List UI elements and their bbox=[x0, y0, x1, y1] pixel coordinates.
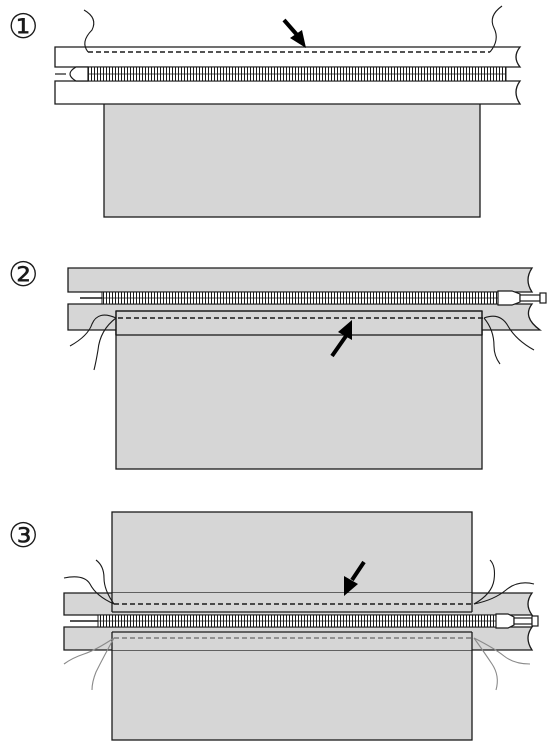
step-3: ③ bbox=[8, 511, 539, 741]
step-3-zipper-slider-icon bbox=[495, 613, 539, 629]
step-2-thread-right-b bbox=[483, 317, 501, 365]
step-2-fabric bbox=[115, 310, 483, 470]
step-2-thread-left-a bbox=[69, 314, 117, 347]
step-1-lower-tape bbox=[54, 80, 522, 105]
step-3-arrow-icon bbox=[344, 560, 366, 596]
step-3-zipper-icon bbox=[70, 614, 497, 628]
step-2-thread-left-b bbox=[93, 317, 117, 371]
step-2: ② bbox=[8, 255, 547, 470]
step-2-arrow-icon bbox=[330, 320, 352, 358]
step-3-thread-right-c bbox=[473, 637, 531, 665]
step-1-zipper-slider-icon bbox=[55, 66, 89, 82]
step-1-number: ① bbox=[8, 7, 38, 47]
step-1-fabric bbox=[103, 96, 481, 218]
step-2-zipper-icon bbox=[80, 291, 499, 305]
step-1: ① bbox=[8, 5, 522, 218]
step-3-thread-right-b bbox=[473, 582, 535, 605]
step-1-zipper-icon bbox=[87, 66, 507, 82]
step-1-thread-right bbox=[489, 5, 503, 53]
step-1-upper-tape bbox=[54, 46, 522, 68]
step-2-number: ② bbox=[8, 255, 38, 295]
step-3-thread-left-b bbox=[95, 559, 115, 605]
step-1-arrow-icon bbox=[282, 18, 306, 48]
step-2-upper-tape bbox=[67, 267, 534, 293]
step-2-thread-right-a bbox=[483, 315, 535, 351]
step-3-thread-right-a bbox=[473, 559, 496, 605]
step-3-number: ③ bbox=[8, 516, 38, 556]
step-1-thread-left bbox=[83, 9, 95, 53]
step-3-thread-left-d bbox=[91, 637, 115, 691]
step-3-thread-left-c bbox=[63, 637, 115, 665]
step-3-thread-left-a bbox=[63, 576, 115, 605]
step-3-thread-right-d bbox=[473, 637, 498, 691]
step-2-zipper-slider-icon bbox=[497, 290, 547, 306]
